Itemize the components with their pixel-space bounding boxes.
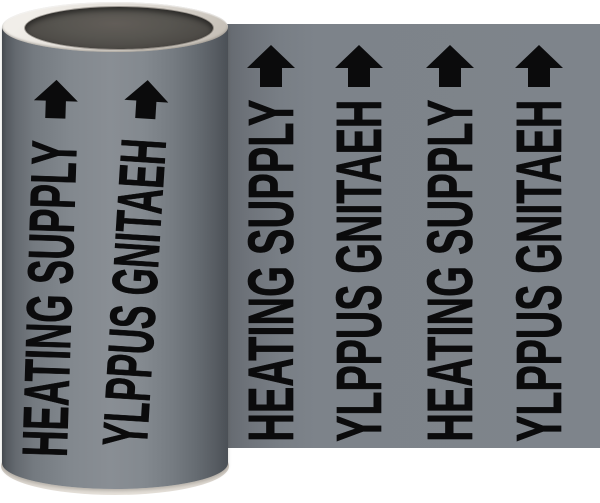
marker-text-column: YLPPUS GNITAEH [503, 99, 576, 443]
marker-text-column: YLPPUS GNITAEH [323, 99, 396, 443]
unrolled-tape [205, 24, 600, 448]
up-arrow-icon [247, 45, 295, 87]
marker-column-tape-2: YLPPUS GNITAEH [323, 45, 396, 445]
up-arrow-icon [426, 45, 474, 87]
pipe-marker-label: HEATING SUPPLY [235, 99, 308, 442]
marker-column-roll-2: YLPPUS GNITAEH [88, 75, 180, 451]
marker-column-tape-4: YLPPUS GNITAEH [503, 45, 576, 445]
marker-text-column: HEATING SUPPLY [414, 99, 487, 443]
pipe-marker-label: HEATING SUPPLY [414, 99, 487, 442]
tape-roll [2, 26, 228, 489]
marker-column-tape-1: HEATING SUPPLY [235, 45, 308, 445]
up-arrow-icon [33, 79, 78, 119]
pipe-marker-label: HEATING SUPPLY [8, 139, 91, 458]
roll-cardboard-core [25, 7, 213, 49]
pipe-marker-label: YLPPUS GNITAEH [503, 99, 576, 442]
marker-text-column: HEATING SUPPLY [8, 139, 90, 458]
pipe-marker-label: YLPPUS GNITAEH [88, 136, 180, 449]
marker-column-roll-1: HEATING SUPPLY [8, 75, 91, 460]
marker-column-tape-3: HEATING SUPPLY [414, 45, 487, 445]
up-arrow-icon [335, 45, 383, 87]
up-arrow-icon [515, 45, 563, 87]
marker-text-column: HEATING SUPPLY [235, 99, 308, 443]
marker-text-column: YLPPUS GNITAEH [88, 136, 180, 449]
pipe-marker-label: YLPPUS GNITAEH [323, 99, 396, 442]
up-arrow-icon [124, 80, 169, 120]
